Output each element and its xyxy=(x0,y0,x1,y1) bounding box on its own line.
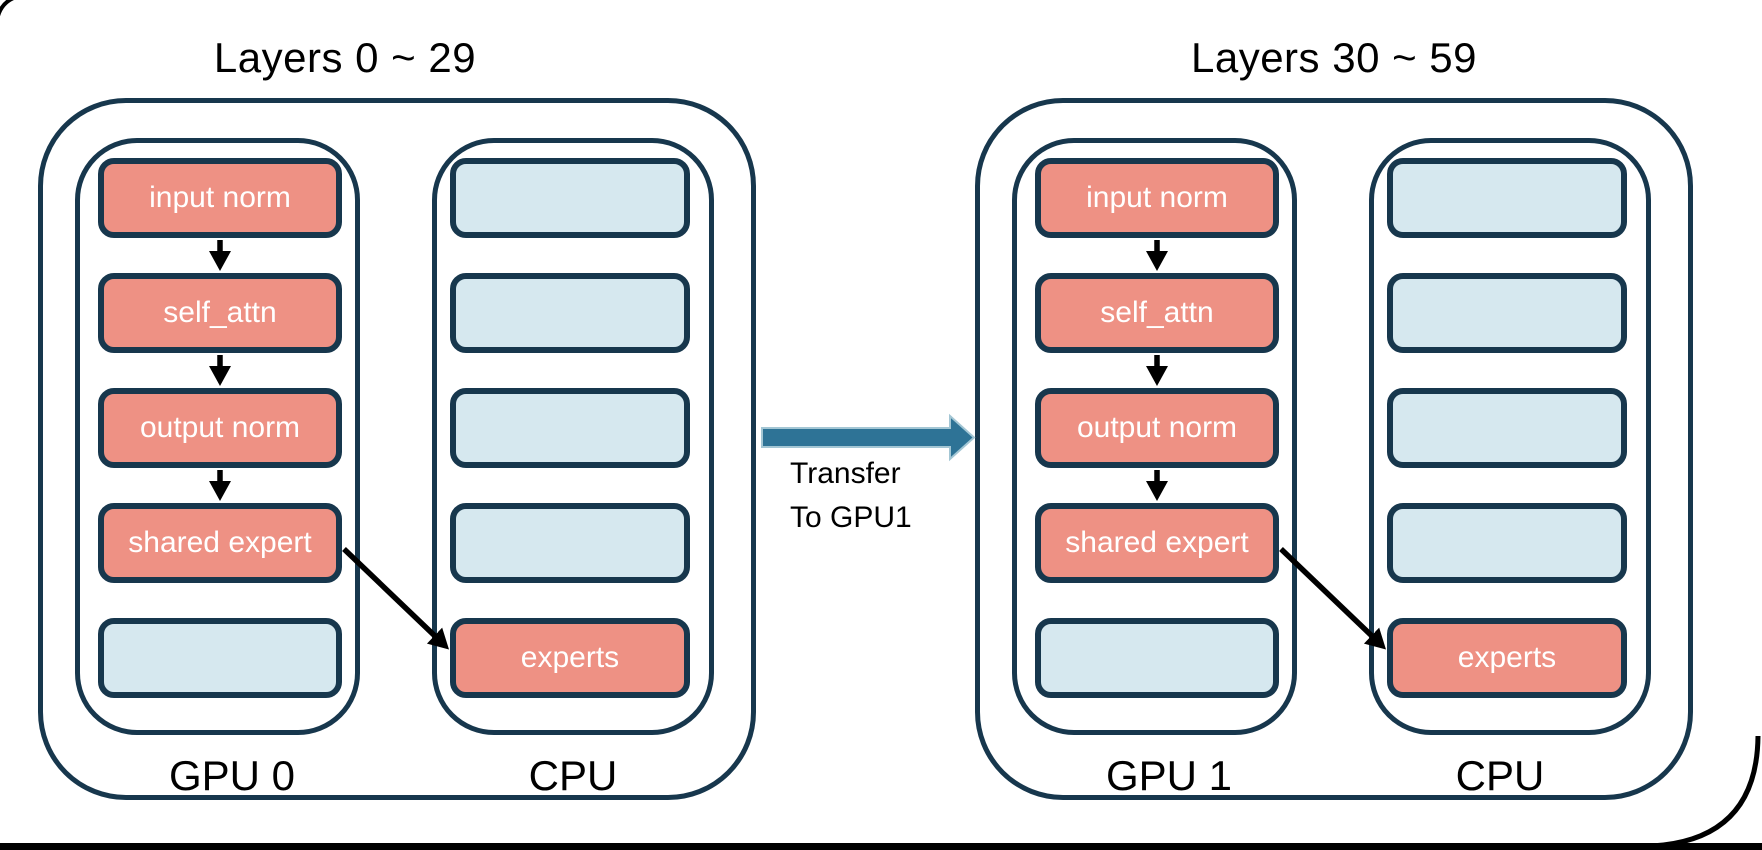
slide-frame-bottom-edge xyxy=(0,843,1762,850)
gpu1-label: GPU 1 xyxy=(1105,752,1233,799)
node-group-0: input norm self_attn output norm shared … xyxy=(38,98,756,800)
gpu0-label: GPU 0 xyxy=(168,752,296,799)
cpu-right-box-3 xyxy=(1387,388,1627,468)
cpu-right-box-2 xyxy=(1387,273,1627,353)
cpu-label-left: CPU xyxy=(528,752,618,799)
gpu0-box-self-attn: self_attn xyxy=(98,273,342,353)
cpu-right-box-1 xyxy=(1387,158,1627,238)
slide-frame-corner-top-left xyxy=(0,0,14,17)
gpu1-box-output-norm: output norm xyxy=(1035,388,1279,468)
gpu0-box-empty xyxy=(98,618,342,698)
transfer-label-line1: Transfer xyxy=(790,457,901,490)
gpu1-box-empty xyxy=(1035,618,1279,698)
cpu-right-box-experts: experts xyxy=(1387,618,1627,698)
transfer-label-line2: To GPU1 xyxy=(790,501,912,534)
gpu0-box-shared-expert: shared expert xyxy=(98,503,342,583)
cpu-label-right: CPU xyxy=(1455,752,1545,799)
layer-range-title-right: Layers 30 ~ 59 xyxy=(1190,34,1478,81)
cpu-left-box-1 xyxy=(450,158,690,238)
gpu0-box-input-norm: input norm xyxy=(98,158,342,238)
node-group-1: input norm self_attn output norm shared … xyxy=(975,98,1693,800)
cpu-left-box-4 xyxy=(450,503,690,583)
cpu-left-box-3 xyxy=(450,388,690,468)
cpu-right-box-4 xyxy=(1387,503,1627,583)
gpu1-box-input-norm: input norm xyxy=(1035,158,1279,238)
layer-range-title-left: Layers 0 ~ 29 xyxy=(213,34,477,81)
cpu-left-box-2 xyxy=(450,273,690,353)
transfer-label: Transfer To GPU1 xyxy=(790,452,912,540)
gpu0-box-output-norm: output norm xyxy=(98,388,342,468)
gpu1-box-self-attn: self_attn xyxy=(1035,273,1279,353)
gpu1-box-shared-expert: shared expert xyxy=(1035,503,1279,583)
cpu-left-box-experts: experts xyxy=(450,618,690,698)
